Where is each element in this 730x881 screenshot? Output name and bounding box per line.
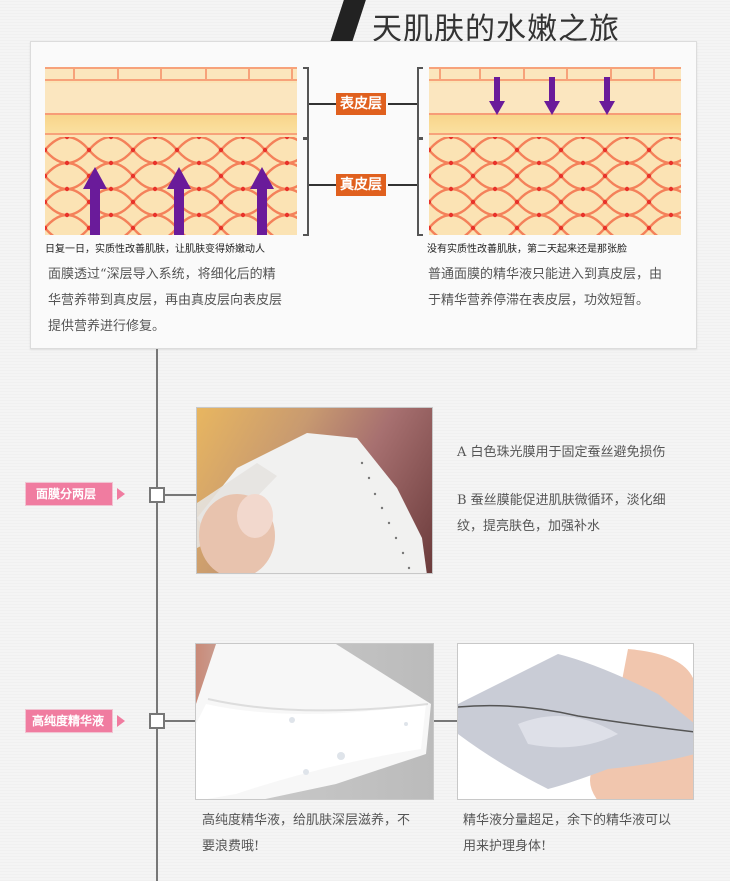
essence-mask-photo — [195, 643, 434, 800]
desc-line: 提供营养进行修复。 — [48, 319, 166, 334]
caption-line: 高纯度精华液，给肌肤深层滋养，不 — [202, 813, 411, 828]
essence-caption-right: 精华液分量超足，余下的精华液可以 用来护理身体! — [463, 808, 703, 860]
right-description: 普通面膜的精华液只能进入到真皮层，由 于精华营养停滞在表皮层，功效短暂。 — [428, 262, 698, 314]
mask-sheet-illustration — [197, 433, 427, 573]
arrow-down-icon — [599, 77, 615, 115]
desc-line: 普通面膜的精华液只能进入到真皮层，由 — [428, 267, 663, 282]
right-diagram-caption: 没有实质性改善肌肤，第二天起来还是那张脸 — [427, 244, 627, 255]
dermis-bracket-left — [303, 138, 309, 236]
caption-line: 要浪费哦! — [202, 839, 260, 854]
caption-line: 用来护理身体! — [463, 839, 547, 854]
epidermis-label: 表皮层 — [336, 93, 386, 115]
section-tag-essence: 高纯度精华液 — [26, 710, 112, 732]
dermis-net-pattern — [429, 137, 681, 235]
skin-surface-cells — [45, 67, 297, 81]
desc-line: 华营养带到真皮层，再由真皮层向表皮层 — [48, 293, 283, 308]
essence-pouch-photo — [457, 643, 694, 800]
timeline-connector — [165, 494, 196, 496]
title-slash-decoration — [330, 0, 368, 42]
connector-line — [309, 184, 339, 186]
timeline-node — [149, 487, 165, 503]
epidermis-bracket-right — [417, 67, 423, 139]
desc-line: 于精华营养停滞在表皮层，功效短暂。 — [428, 293, 650, 308]
connector-line — [309, 103, 339, 105]
connector-line — [388, 103, 418, 105]
timeline-line — [156, 349, 158, 881]
arrow-up-icon — [83, 167, 107, 235]
desc-line: 面膜透过“深层导入系统，将细化后的精 — [48, 267, 276, 282]
skin-diagram-right — [429, 67, 681, 235]
arrow-up-icon — [250, 167, 274, 235]
skin-diagram-left — [45, 67, 297, 235]
tag-pointer-icon — [117, 488, 125, 500]
two-layers-text-b1: B 蚕丝膜能促进肌肤微循环，淡化细 — [457, 493, 666, 508]
essence-caption-left: 高纯度精华液，给肌肤深层滋养，不 要浪费哦! — [202, 808, 442, 860]
caption-line: 精华液分量超足，余下的精华液可以 — [463, 813, 672, 828]
tag-pointer-icon — [117, 715, 125, 727]
section-tag-two-layers: 面膜分两层 — [26, 483, 112, 505]
wet-mask-illustration — [196, 644, 431, 799]
two-layers-text-a: A 白色珠光膜用于固定蚕丝避免损伤 — [457, 445, 666, 460]
dermis-label: 真皮层 — [336, 174, 386, 196]
skin-comparison-panel: 表皮层 真皮层 — [30, 41, 697, 349]
mask-layers-photo — [196, 407, 433, 574]
two-layers-text-b2: 纹，提亮肤色，加强补水 — [457, 519, 601, 534]
connector-line — [388, 184, 418, 186]
arrow-down-icon — [489, 77, 505, 115]
timeline-connector — [165, 720, 195, 722]
arrow-down-icon — [544, 77, 560, 115]
timeline-connector — [434, 720, 457, 722]
essence-pouch-illustration — [458, 649, 693, 799]
arrow-up-icon — [167, 167, 191, 235]
left-diagram-caption: 日复一日，实质性改善肌肤，让肌肤变得娇嫩动人 — [45, 244, 265, 255]
dermis-bracket-right — [417, 138, 423, 236]
left-description: 面膜透过“深层导入系统，将细化后的精 华营养带到真皮层，再由真皮层向表皮层 提供… — [48, 262, 318, 340]
timeline-node — [149, 713, 165, 729]
